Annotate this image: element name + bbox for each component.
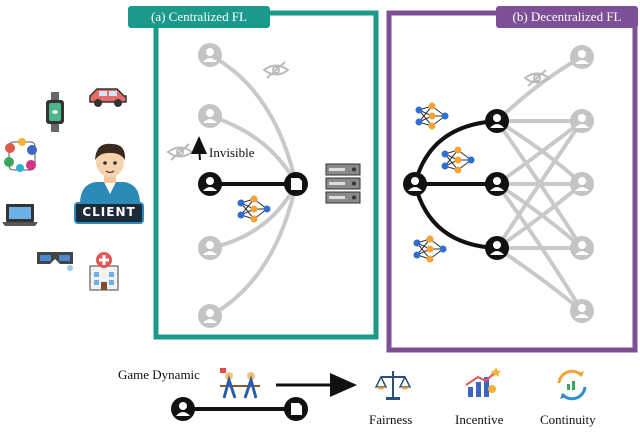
server-icon: [325, 163, 361, 204]
hidden-eye-icon: [262, 61, 290, 79]
neural-network-icon: [237, 195, 271, 223]
active-peer-node: [485, 109, 509, 133]
game-client-node: [171, 397, 195, 421]
incentive-label: Incentive: [455, 412, 504, 427]
client-avatar-icon: [80, 143, 140, 204]
decentralized-tab: [496, 6, 638, 28]
tug-of-war-icon: [220, 368, 260, 399]
inactive-peer-node: [570, 45, 594, 69]
game-server-node: [284, 397, 308, 421]
hidden-eye-icon: [166, 143, 194, 161]
fairness-label: Fairness: [369, 412, 413, 427]
inactive-peer-node: [570, 236, 594, 260]
active-peer-node: [485, 172, 509, 196]
justice-scale-icon: [374, 371, 412, 400]
inactive-client-node: [198, 104, 222, 128]
active-client-node: [198, 172, 222, 196]
neural-network-icon: [415, 102, 449, 130]
inactive-peer-node: [570, 299, 594, 323]
smartphone-apps-icon: [4, 138, 37, 172]
client-badge: [74, 202, 144, 224]
inactive-client-node: [198, 304, 222, 328]
client-badge-label: CLIENT: [82, 205, 136, 219]
neural-network-icon: [441, 146, 475, 174]
game-dynamic-label: Game Dynamic: [118, 367, 200, 382]
decentralized-panel-label: (b) Decentralized FL: [512, 9, 622, 24]
decentralized-inactive-links: [495, 55, 584, 313]
car-icon: [89, 88, 127, 107]
hospital-icon: [89, 252, 119, 291]
invisible-label: Invisible: [209, 145, 255, 160]
continuity-label: Continuity: [540, 412, 596, 427]
invisible-arrow: [191, 136, 208, 161]
inactive-client-node: [198, 236, 222, 260]
active-peer-node: [485, 236, 509, 260]
continuity-cycle-icon: [557, 369, 587, 401]
hidden-eye-icon: [523, 69, 551, 87]
laptop-icon: [2, 204, 38, 226]
active-peer-node: [403, 172, 427, 196]
neural-network-icon: [413, 235, 447, 263]
inactive-peer-node: [570, 172, 594, 196]
inactive-client-node: [198, 43, 222, 67]
inactive-peer-node: [570, 109, 594, 133]
decentralized-active-nodes: [403, 109, 509, 260]
server-node: [284, 172, 308, 196]
vr-glasses-icon: [37, 252, 73, 271]
decentralized-active-links: [413, 119, 498, 250]
incentive-chart-icon: [465, 367, 501, 397]
centralized-tab: [128, 6, 270, 28]
centralized-panel-label: (a) Centralized FL: [150, 9, 247, 24]
smartwatch-icon: [46, 92, 64, 132]
centralized-inactive-nodes: [198, 43, 222, 328]
decentralized-inactive-nodes: [570, 45, 594, 323]
